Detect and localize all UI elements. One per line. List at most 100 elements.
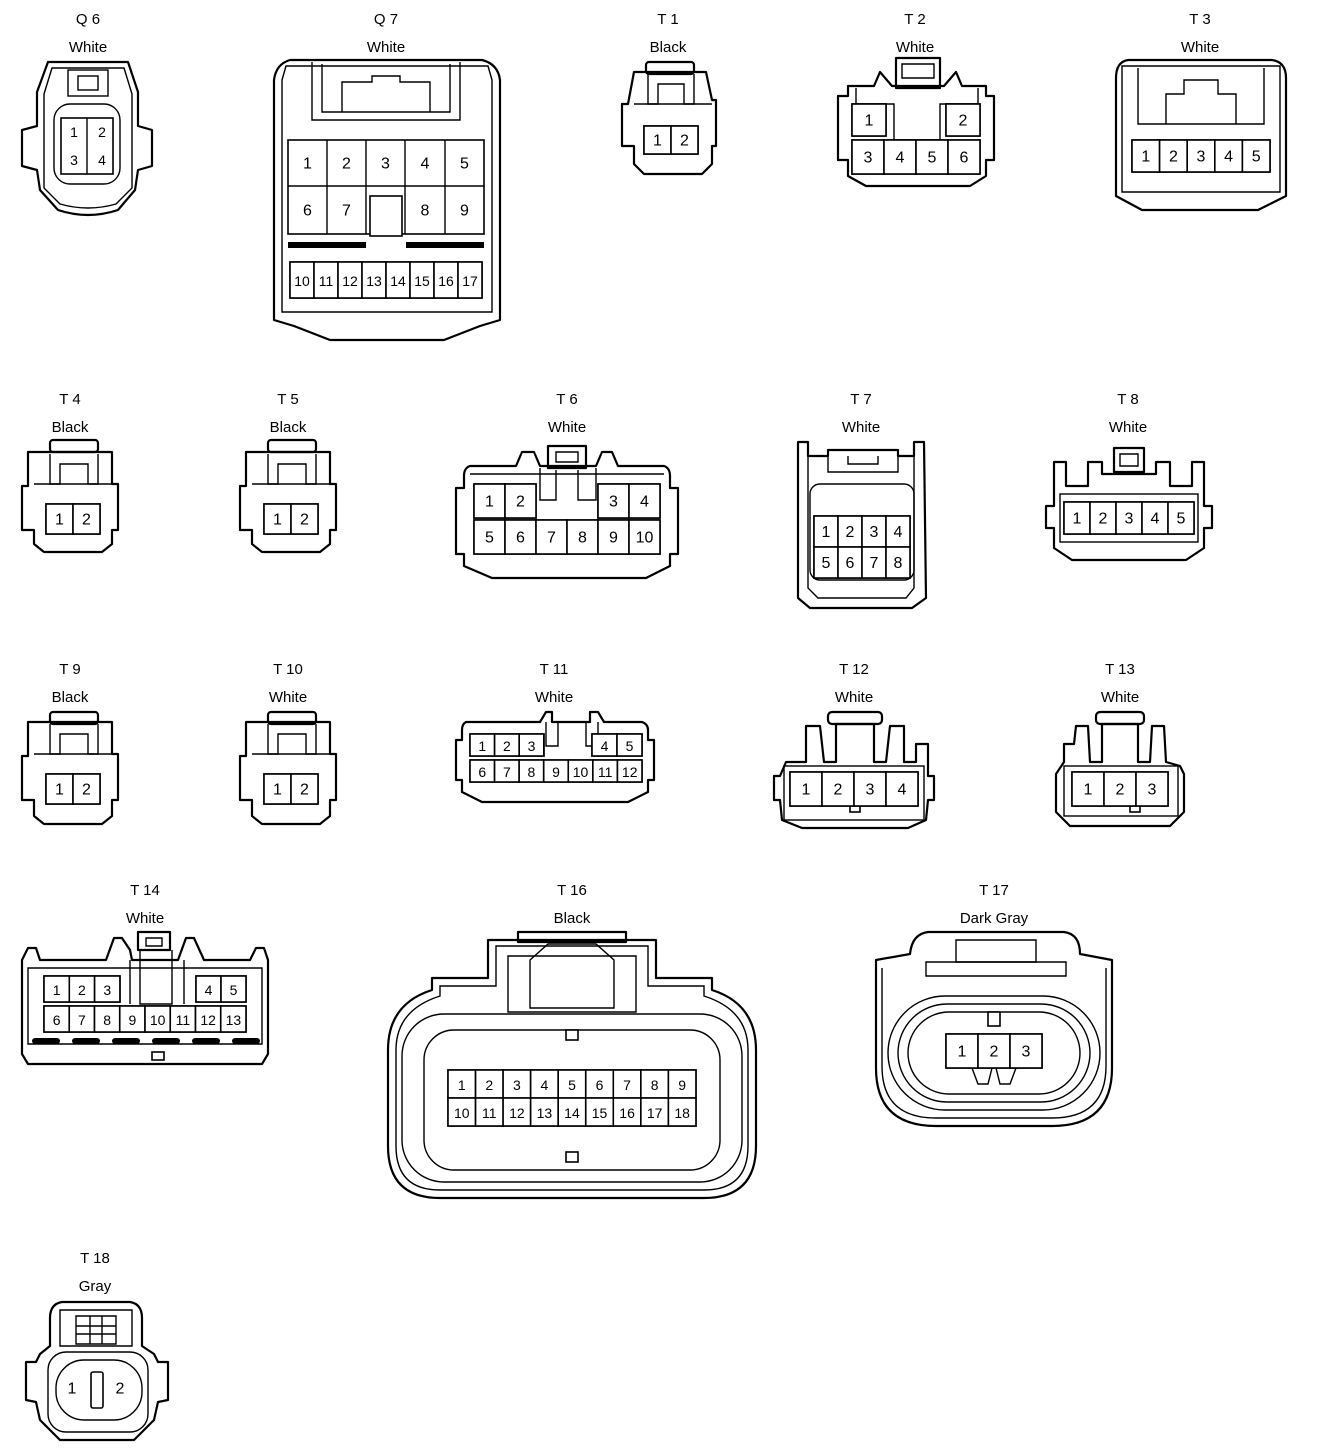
pin-label: 3 bbox=[1197, 149, 1206, 166]
pin-cell bbox=[947, 139, 981, 175]
pin-cell bbox=[597, 483, 630, 519]
connector-id: T 2 bbox=[904, 11, 925, 28]
pin-label: 9 bbox=[609, 530, 618, 547]
pin-label: 2 bbox=[503, 738, 511, 754]
connector-id: T 8 bbox=[1117, 391, 1138, 408]
pin-cell bbox=[557, 1097, 587, 1127]
pin-label: 13 bbox=[226, 1012, 242, 1028]
pin-label: 2 bbox=[834, 782, 843, 799]
pin-cell bbox=[457, 261, 483, 299]
pin-label: 12 bbox=[622, 764, 638, 780]
pin-cell bbox=[616, 759, 643, 783]
pin-cell bbox=[883, 139, 917, 175]
pin-label: 8 bbox=[578, 530, 587, 547]
connector-t18: T 18 Gray bbox=[24, 1250, 170, 1442]
pin-cell bbox=[597, 519, 630, 555]
pin-label: 7 bbox=[342, 203, 351, 220]
pin-cell bbox=[861, 546, 887, 579]
connector-color: White bbox=[835, 689, 873, 706]
pin-label: 13 bbox=[537, 1105, 553, 1121]
pin-cell bbox=[219, 1005, 247, 1033]
pin-label: 2 bbox=[78, 982, 86, 998]
pin-label: 2 bbox=[342, 156, 351, 173]
pin-label: 3 bbox=[866, 782, 875, 799]
connector-t3: T 3 White bbox=[1114, 11, 1288, 212]
pin-label: 10 bbox=[294, 273, 310, 289]
connector-id: Q 7 bbox=[374, 11, 398, 28]
pin-label: 10 bbox=[150, 1012, 166, 1028]
pin-label: 14 bbox=[390, 273, 406, 289]
pin-label: 9 bbox=[128, 1012, 136, 1028]
pin-label: 11 bbox=[598, 764, 613, 780]
connector-id: T 13 bbox=[1105, 661, 1135, 678]
pin-cell bbox=[504, 519, 537, 555]
pin-cell bbox=[1141, 501, 1169, 535]
pin-label: 3 bbox=[1125, 511, 1134, 528]
pin-cell bbox=[194, 1005, 222, 1033]
pin-cell bbox=[945, 103, 981, 137]
pin-cell bbox=[670, 125, 699, 155]
pin-cell bbox=[851, 103, 887, 137]
connector-color: White bbox=[548, 419, 586, 436]
pin-label: 8 bbox=[103, 1012, 111, 1028]
pin-label: 1 bbox=[53, 982, 61, 998]
connector-id: T 12 bbox=[839, 661, 869, 678]
pin-label: 2 bbox=[300, 782, 309, 799]
pin-cell bbox=[1009, 1033, 1043, 1069]
pin-cell bbox=[518, 733, 545, 757]
pin-label: 4 bbox=[1151, 511, 1160, 528]
pin-cell bbox=[68, 975, 96, 1003]
pin-label: 18 bbox=[674, 1105, 690, 1121]
pin-cell bbox=[557, 1069, 587, 1099]
pin-cell bbox=[290, 503, 319, 535]
connector-id: T 7 bbox=[850, 391, 871, 408]
pin-label: 6 bbox=[846, 555, 855, 572]
pin-cell bbox=[616, 733, 643, 757]
connector-color: Black bbox=[52, 419, 89, 436]
pin-label: 2 bbox=[1116, 782, 1125, 799]
pin-label: 15 bbox=[414, 273, 430, 289]
pin-cell bbox=[1135, 771, 1169, 807]
connector-id: T 10 bbox=[273, 661, 303, 678]
pin-label: 4 bbox=[896, 150, 905, 167]
pin-label: 14 bbox=[564, 1105, 580, 1121]
pin-cell bbox=[885, 546, 911, 579]
pin-label: 8 bbox=[894, 555, 903, 572]
connector-id: T 17 bbox=[979, 882, 1009, 899]
pin-label: 5 bbox=[460, 156, 469, 173]
pin-label: 1 bbox=[958, 1044, 967, 1061]
pin-cell bbox=[667, 1097, 697, 1127]
pin-label: 1 bbox=[55, 782, 64, 799]
connector-color: Gray bbox=[79, 1278, 112, 1295]
connector-id: T 4 bbox=[59, 391, 80, 408]
pin-cell bbox=[385, 261, 411, 299]
pin-cell bbox=[45, 503, 74, 535]
connector-color: White bbox=[126, 910, 164, 927]
connector-color: White bbox=[269, 689, 307, 706]
pin-cell bbox=[821, 771, 855, 807]
pin-label: 6 bbox=[303, 203, 312, 220]
pin-cell bbox=[535, 519, 568, 555]
pin-label: 12 bbox=[509, 1105, 525, 1121]
pin-label: 1 bbox=[1141, 149, 1150, 166]
pin-label: 7 bbox=[870, 555, 879, 572]
pin-label: 1 bbox=[273, 512, 282, 529]
pin-cell bbox=[195, 975, 222, 1003]
pin-cell bbox=[1186, 139, 1216, 173]
pin-cell bbox=[169, 1005, 197, 1033]
pin-label: 1 bbox=[1084, 782, 1093, 799]
pin-label: 17 bbox=[647, 1105, 663, 1121]
pin-label: 4 bbox=[205, 982, 213, 998]
